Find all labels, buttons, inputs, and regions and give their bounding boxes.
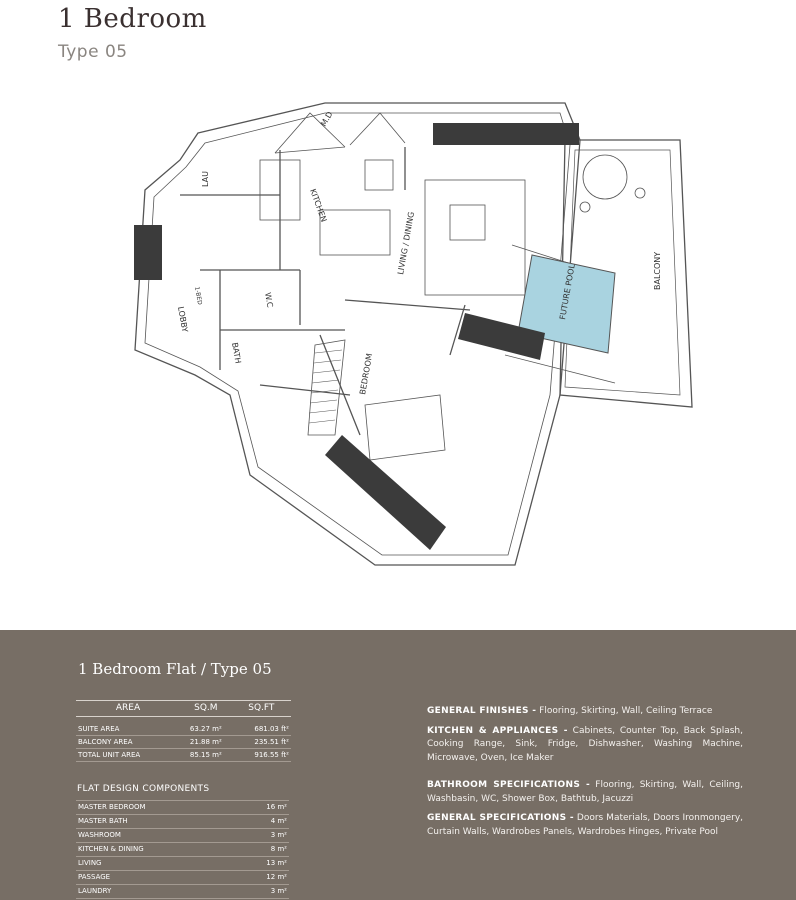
inner-wall [144,112,571,556]
sqft-header: SQ.FT [231,700,291,717]
spec-general-finishes: GENERAL FINISHES - Flooring, Skirting, W… [427,706,713,716]
label-bedroom: BEDROOM [358,353,374,396]
label-wc: W.C [263,292,275,309]
spec-kitchen-appliances: KITCHEN & APPLIANCES - Cabinets, Counter… [427,725,743,763]
area-header: AREA [76,700,181,717]
label-balcony: BALCONY [653,252,662,290]
panel-title: 1 Bedroom Flat / Type 05 [78,660,272,678]
table-row: SUITE AREA 63.27 m² 681.03 ft² [76,723,291,736]
sqm-header: SQ.M [180,700,232,717]
outer-wall [134,102,581,566]
label-lobby: LOBBY [176,306,189,333]
floor-plan: LAU M.D KITCHEN LIVING / DINING BALCONY … [134,102,693,566]
label-bath: BATH [230,342,243,364]
pool [517,254,616,354]
info-panel: 1 Bedroom Flat / Type 05 AREA SQ.M SQ.FT… [0,630,796,900]
table-row: TOTAL UNIT AREA 85.15 m² 916.55 ft² [76,748,291,762]
components-title: FLAT DESIGN COMPONENTS [77,784,210,794]
column [458,313,545,360]
label-lau: LAU [201,171,210,187]
specifications: GENERAL FINISHES - Flooring, Skirting, W… [427,705,743,845]
label-one-bed: 1-BED [193,286,203,306]
page-subtitle: Type 05 [58,42,128,62]
spec-bathroom: BATHROOM SPECIFICATIONS - Flooring, Skir… [427,780,743,804]
label-kitchen: KITCHEN [308,188,328,224]
column [433,123,579,145]
label-living: LIVING / DINING [396,211,416,275]
column [325,435,446,550]
area-table: AREA SQ.M SQ.FT SUITE AREA 63.27 m² 681.… [76,700,291,762]
page-title: 1 Bedroom [58,4,207,34]
column [134,225,162,280]
spec-general: GENERAL SPECIFICATIONS - Doors Materials… [427,813,744,837]
table-row: BALCONY AREA 21.88 m² 235.51 ft² [76,735,291,749]
